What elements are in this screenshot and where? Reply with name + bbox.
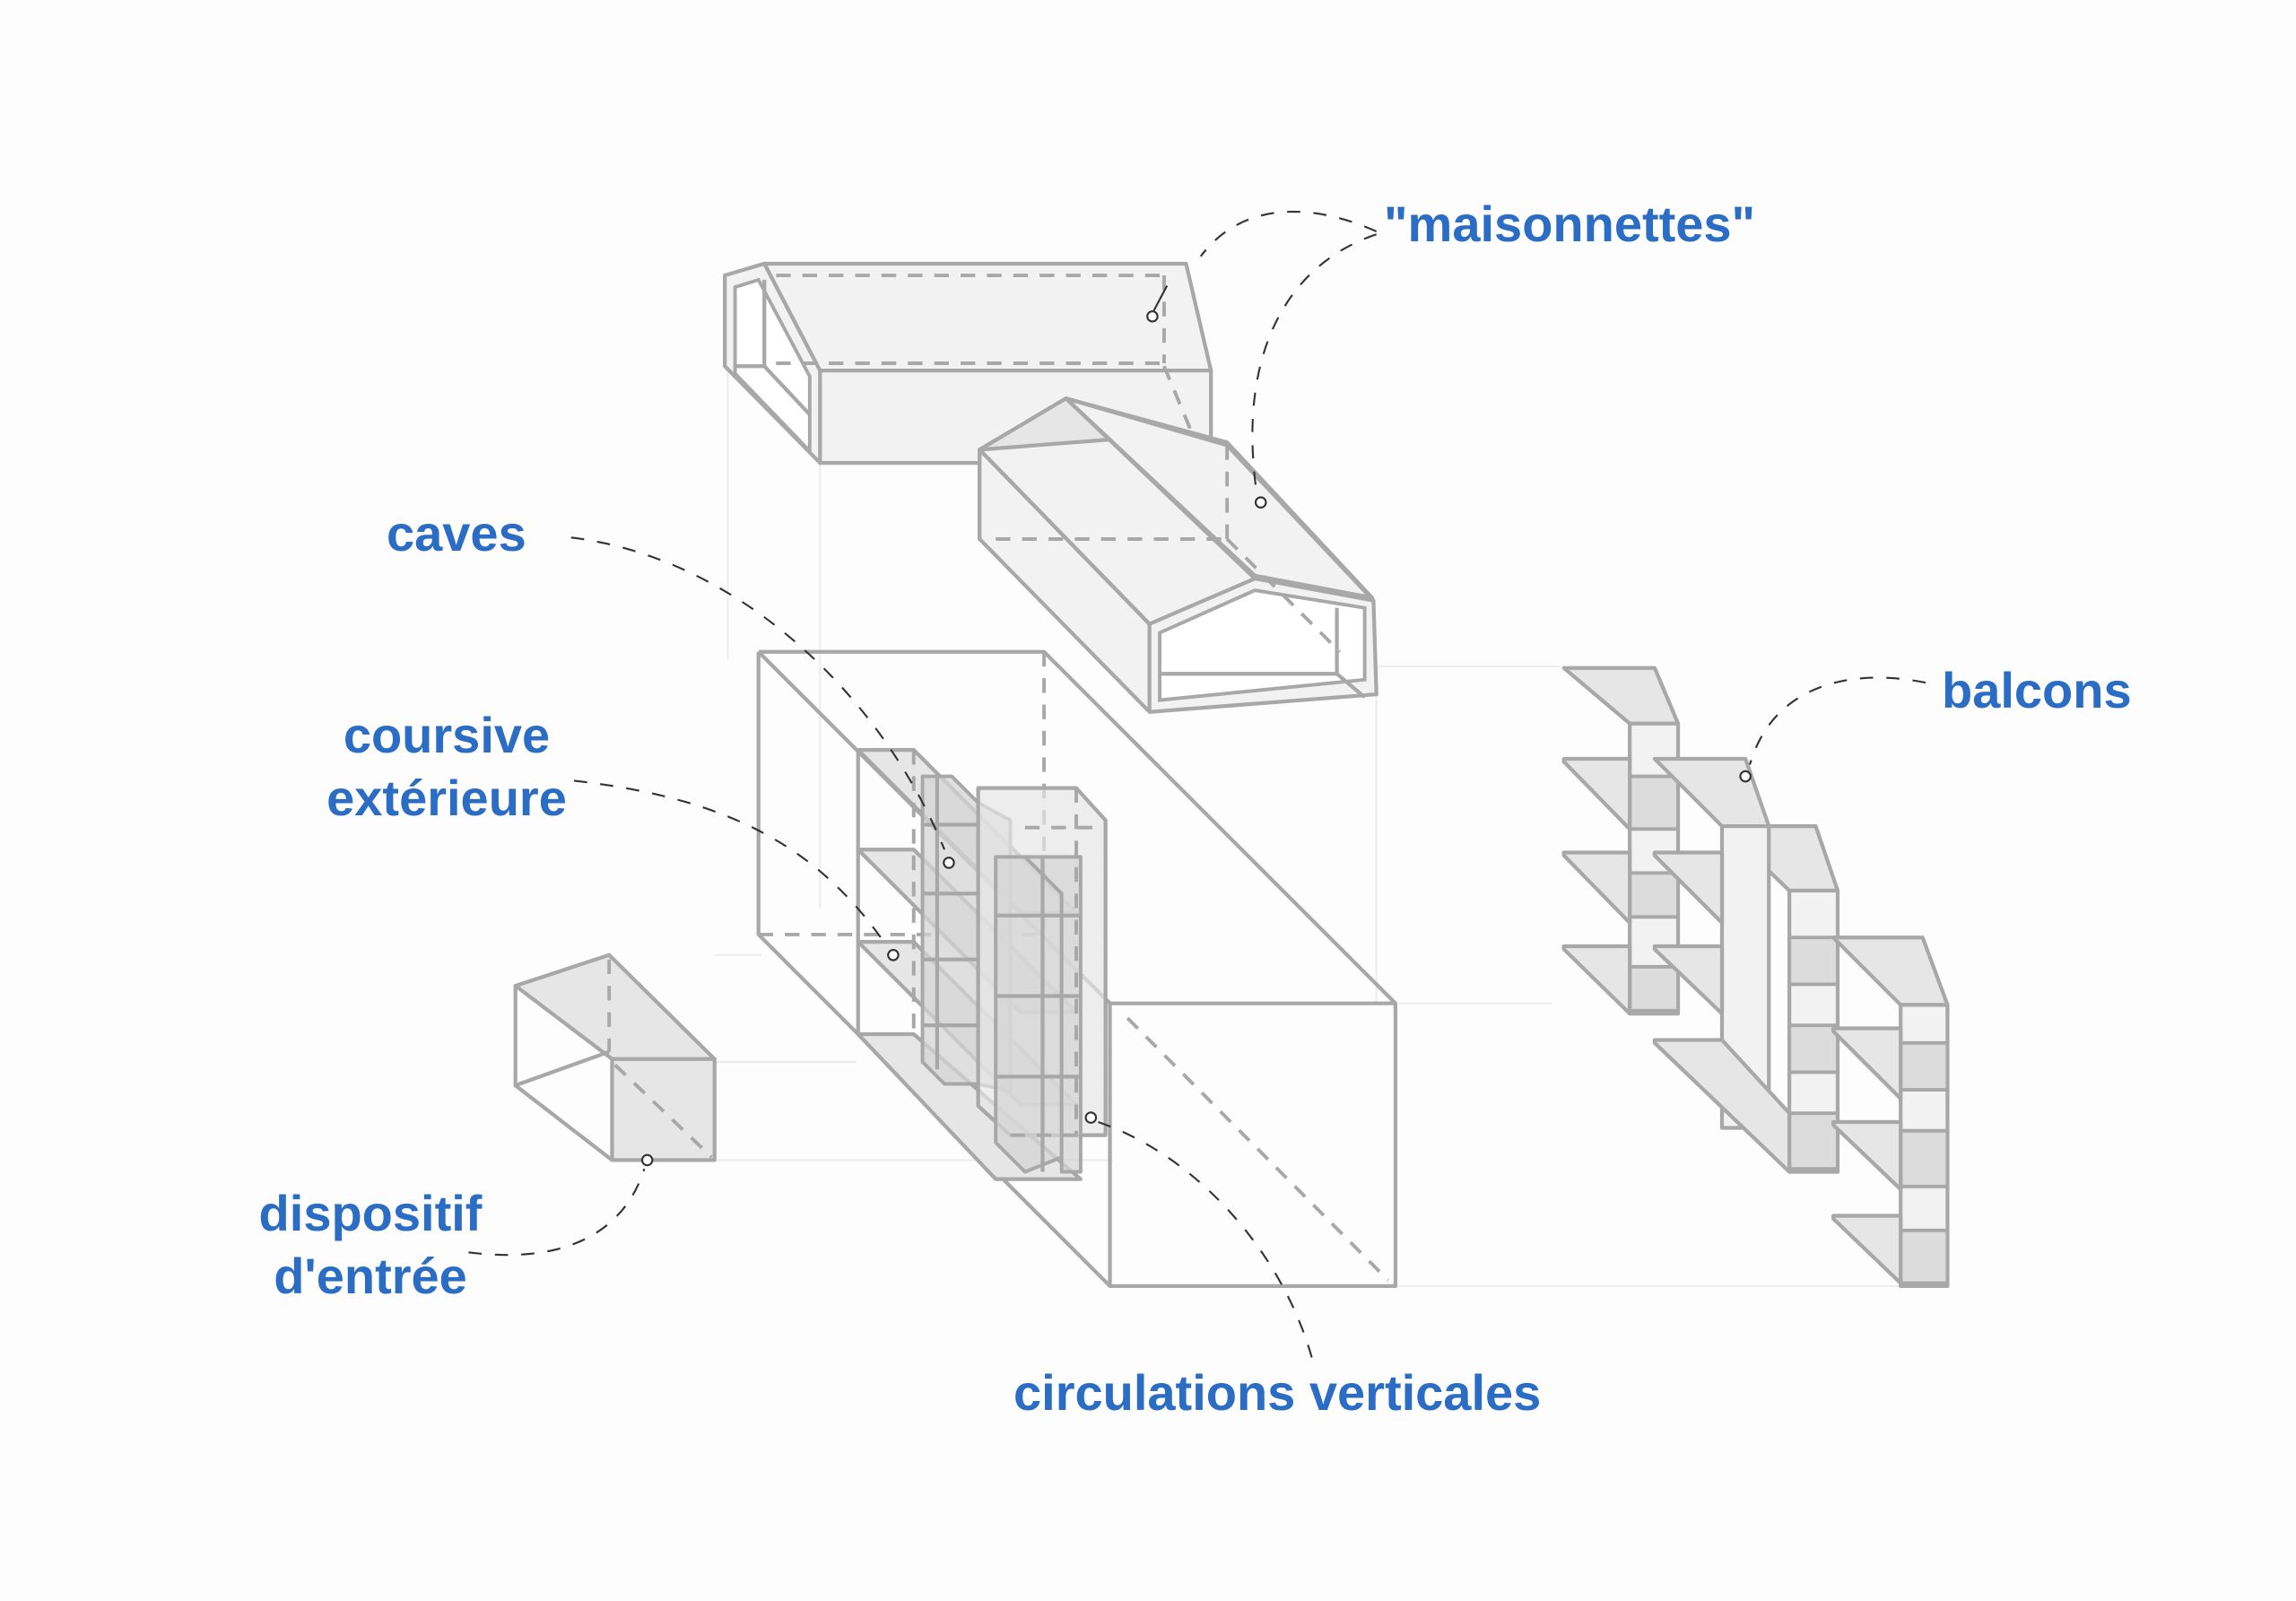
leader-dispositif <box>468 1153 654 1257</box>
label-maisonnettes: "maisonnettes" <box>1384 196 1756 252</box>
projection-guides <box>714 366 1904 1287</box>
label-coursive: coursive extérieure <box>312 704 581 830</box>
balcons-rack-1 <box>1561 666 1681 1016</box>
balcons-rack-2 <box>1652 756 1840 1174</box>
label-coursive-line2: extérieure <box>326 770 567 826</box>
label-dispositif: dispositif d'entrée <box>249 1182 491 1308</box>
label-caves: caves <box>387 505 526 561</box>
leader-maisonnettes <box>1146 210 1378 509</box>
circulations-verticales <box>920 774 1108 1174</box>
balcons-rack-3 <box>1831 935 1950 1289</box>
label-coursive-line1: coursive <box>343 707 551 763</box>
label-circulations: circulations verticales <box>1013 1364 1542 1421</box>
leader-coursive <box>573 779 900 961</box>
label-balcons: balcons <box>1942 662 2132 718</box>
label-dispositif-line2: d'entrée <box>274 1248 467 1304</box>
dispositif-entree <box>513 953 717 1162</box>
leader-balcons <box>1739 676 1926 783</box>
maisonnette-lower <box>978 396 1378 714</box>
label-dispositif-line1: dispositif <box>258 1185 483 1241</box>
leader-circulations <box>1084 1111 1317 1370</box>
leader-caves <box>570 536 955 869</box>
